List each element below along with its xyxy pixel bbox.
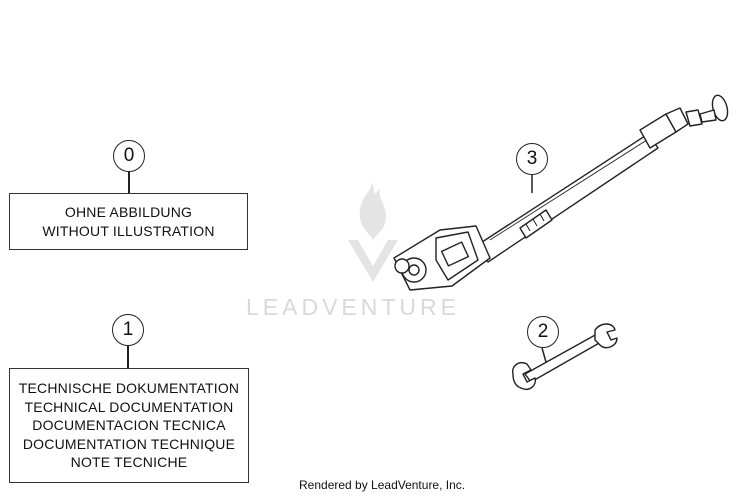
callout-1-line-1: TECHNICAL DOCUMENTATION xyxy=(24,398,234,415)
callout-0-line-1: WITHOUT ILLUSTRATION xyxy=(42,222,215,239)
callout-0-leader xyxy=(128,172,130,193)
footer-credit: Rendered by LeadVenture, Inc. xyxy=(299,478,466,492)
callout-2-number: 2 xyxy=(537,321,549,342)
callout-0-label-box: OHNE ABBILDUNG WITHOUT ILLUSTRATION xyxy=(9,193,248,250)
callout-1: 1 xyxy=(112,314,144,346)
callout-1-label-box: TECHNISCHE DOKUMENTATION TECHNICAL DOCUM… xyxy=(9,368,249,483)
callout-0-number: 0 xyxy=(123,145,135,166)
open-end-wrench-illustration xyxy=(512,323,618,390)
callout-0: 0 xyxy=(113,140,145,172)
callout-1-line-0: TECHNISCHE DOKUMENTATION xyxy=(18,380,240,397)
fork-pump-tool-illustration xyxy=(393,94,729,291)
watermark-text: LEADVENTURE xyxy=(246,294,460,320)
callout-1-line-2: DOCUMENTACION TECNICA xyxy=(32,417,226,434)
callout-2: 2 xyxy=(527,316,559,348)
callout-1-line-4: NOTE TECNICHE xyxy=(70,454,188,471)
callout-1-leader xyxy=(127,346,129,368)
callout-1-number: 1 xyxy=(122,319,134,340)
callout-1-line-3: DOCUMENTATION TECHNIQUE xyxy=(22,435,236,452)
callout-0-line-0: OHNE ABBILDUNG xyxy=(64,204,193,220)
leadventure-logo-icon xyxy=(348,182,398,282)
callout-3-number: 3 xyxy=(526,148,538,169)
callout-3: 3 xyxy=(516,143,548,175)
